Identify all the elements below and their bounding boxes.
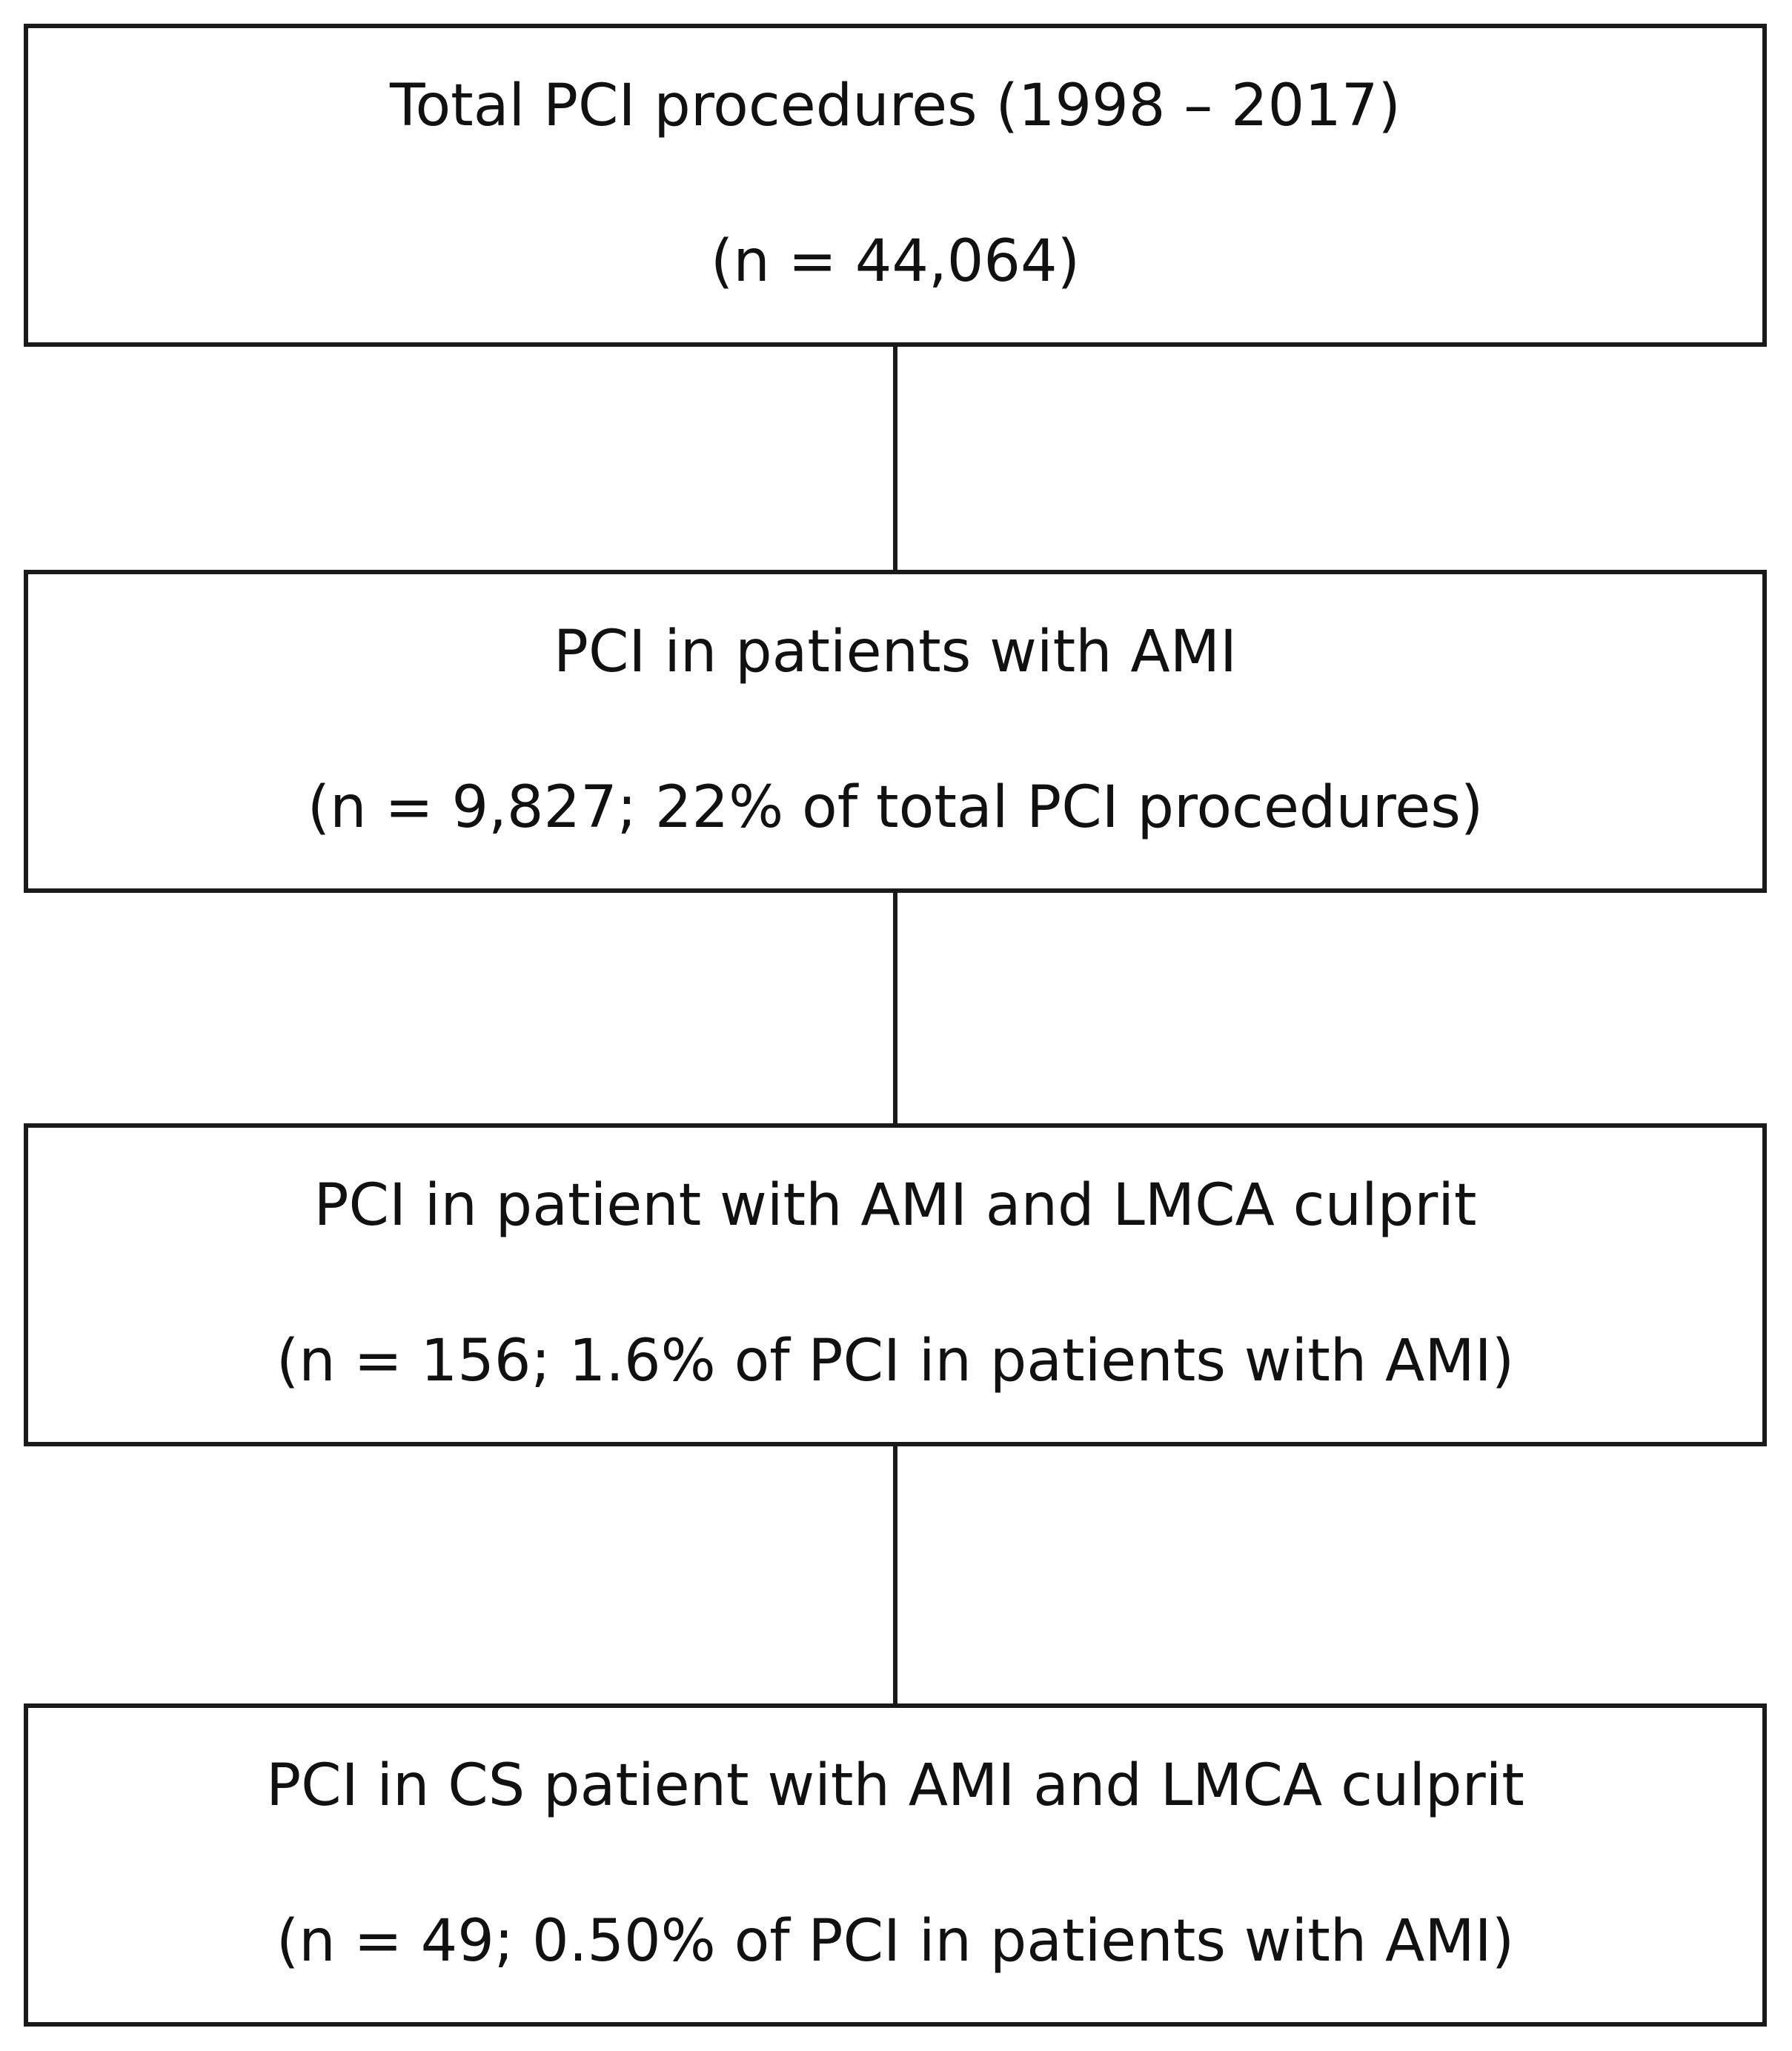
- box-title: Total PCI procedures (1998 – 2017): [390, 73, 1401, 139]
- flow-box-pci-ami: PCI in patients with AMI (n = 9,827; 22%…: [24, 570, 1767, 893]
- flow-box-pci-cs-ami-lmca: PCI in CS patient with AMI and LMCA culp…: [24, 1703, 1767, 2027]
- box-count: (n = 49; 0.50% of PCI in patients with A…: [276, 1908, 1515, 1975]
- box-count: (n = 156; 1.6% of PCI in patients with A…: [276, 1328, 1515, 1395]
- box-count: (n = 9,827; 22% of total PCI procedures): [307, 774, 1484, 841]
- flow-box-total-pci: Total PCI procedures (1998 – 2017) (n = …: [24, 24, 1767, 347]
- box-title: PCI in CS patient with AMI and LMCA culp…: [266, 1752, 1524, 1819]
- flow-box-pci-ami-lmca: PCI in patient with AMI and LMCA culprit…: [24, 1123, 1767, 1446]
- box-title: PCI in patient with AMI and LMCA culprit: [313, 1172, 1477, 1239]
- connector-line: [893, 893, 897, 1123]
- connector-line: [893, 1446, 897, 1703]
- box-title: PCI in patients with AMI: [553, 619, 1238, 685]
- connector-line: [893, 347, 897, 570]
- box-count: (n = 44,064): [710, 228, 1081, 295]
